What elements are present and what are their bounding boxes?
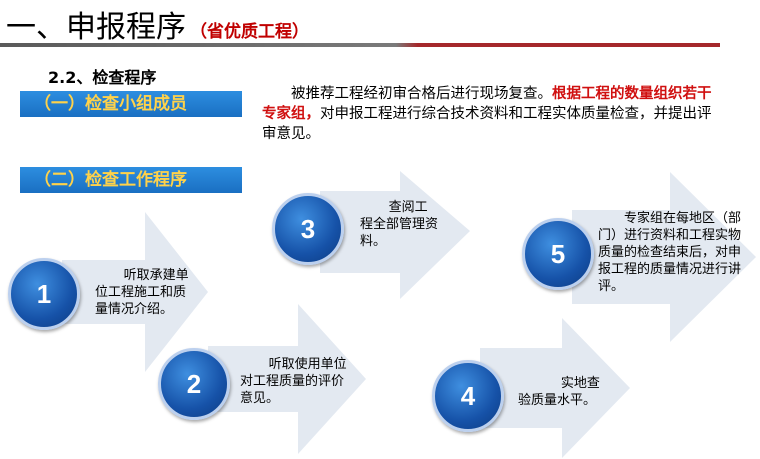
intro-part1: 被推荐工程经初审合格后进行现场复查。: [291, 86, 552, 102]
step-4-text: 实地查验质量水平。: [518, 376, 600, 408]
step-1-badge: 1: [8, 258, 80, 330]
step-3: 3 查阅工程全部管理资料。: [272, 171, 472, 299]
step-4-badge: 4: [432, 360, 504, 432]
step-4: 4 实地查验质量水平。: [432, 318, 632, 458]
step-5-badge: 5: [522, 218, 594, 290]
step-5: 5 专家组在每地区（部门）进行资料和工程实物质量的检查结束后，对申报工程的质量情…: [522, 172, 758, 342]
intro-highlight: 根据工程的数量组织若干专家组，: [262, 85, 712, 122]
step-5-arrow: [572, 172, 756, 342]
step-1-arrow: [62, 212, 208, 372]
work-process-banner: （二）检查工作程序: [20, 167, 242, 193]
step-2-text: 听取使用单位对工程质量的评价意见。: [240, 357, 347, 406]
step-3-arrow: [320, 171, 470, 299]
step-2-badge: 2: [158, 348, 230, 420]
intro-part3: 对申报工程进行综合技术资料和工程实体质量检查，并提出评审意见。: [262, 106, 712, 142]
title-divider: [0, 43, 720, 47]
step-1: 1 听取承建单位工程施工和质量情况介绍。: [8, 212, 210, 372]
page-title: 一、申报程序（省优质工程）: [6, 2, 309, 46]
section-heading: 2.2、检查程序: [48, 68, 157, 87]
page-title-text: 一、申报程序: [6, 10, 186, 45]
step-4-arrow: [480, 318, 630, 458]
step-5-text: 专家组在每地区（部门）进行资料和工程实物质量的检查结束后，对申报工程的质量情况进…: [598, 211, 742, 294]
step-2-arrow: [208, 304, 366, 454]
step-2: 2 听取使用单位对工程质量的评价意见。: [158, 304, 368, 454]
team-members-banner: （一）检查小组成员: [20, 91, 242, 117]
step-3-badge: 3: [272, 193, 344, 265]
step-3-text: 查阅工程全部管理资料。: [360, 200, 439, 249]
intro-paragraph: 被推荐工程经初审合格后进行现场复查。根据工程的数量组织若干专家组，对申报工程进行…: [262, 84, 717, 144]
step-1-text: 听取承建单位工程施工和质量情况介绍。: [95, 268, 189, 317]
page-subtitle: （省优质工程）: [190, 22, 309, 42]
